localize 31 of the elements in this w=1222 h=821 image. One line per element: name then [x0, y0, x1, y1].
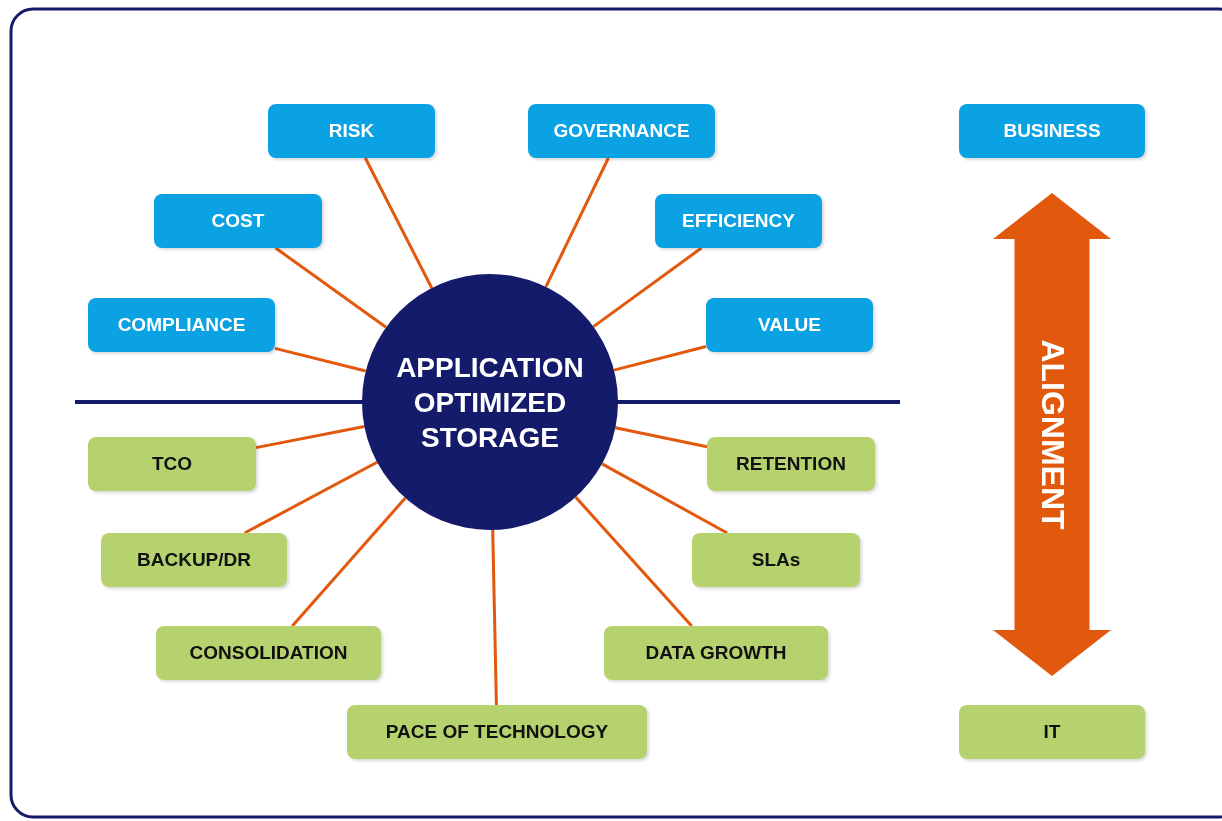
topic-box: IT [959, 705, 1145, 759]
topic-box: DATA GROWTH [604, 626, 828, 680]
connector-line [615, 426, 708, 449]
edge-label: ALIGNMENT [1033, 339, 1071, 530]
topic-box: VALUE [706, 298, 873, 352]
topic-box: PACE OF TECHNOLOGY [347, 705, 647, 759]
connector-line [544, 157, 610, 288]
topic-box: RISK [268, 104, 435, 158]
connector-line [601, 462, 728, 535]
connector-line [491, 529, 498, 706]
connector-line [291, 496, 407, 627]
connector-line [243, 460, 378, 535]
connector-line [592, 246, 703, 328]
topic-box: BACKUP/DR [101, 533, 287, 587]
topic-box: RETENTION [707, 437, 875, 491]
hub-circle: APPLICATION OPTIMIZED STORAGE [362, 274, 618, 530]
double-arrow [993, 193, 1111, 676]
topic-box: BUSINESS [959, 104, 1145, 158]
topic-box: EFFICIENCY [655, 194, 822, 248]
topic-box: CONSOLIDATION [156, 626, 381, 680]
connector-line [613, 345, 707, 372]
connector-line [255, 425, 365, 450]
topic-box: SLAs [692, 533, 860, 587]
topic-box: COMPLIANCE [88, 298, 275, 352]
connector-line [574, 496, 693, 627]
connector-line [363, 157, 434, 289]
connector-line [274, 346, 367, 373]
connector-line [274, 246, 387, 329]
topic-box: COST [154, 194, 322, 248]
topic-box: TCO [88, 437, 256, 491]
topic-box: GOVERNANCE [528, 104, 715, 158]
